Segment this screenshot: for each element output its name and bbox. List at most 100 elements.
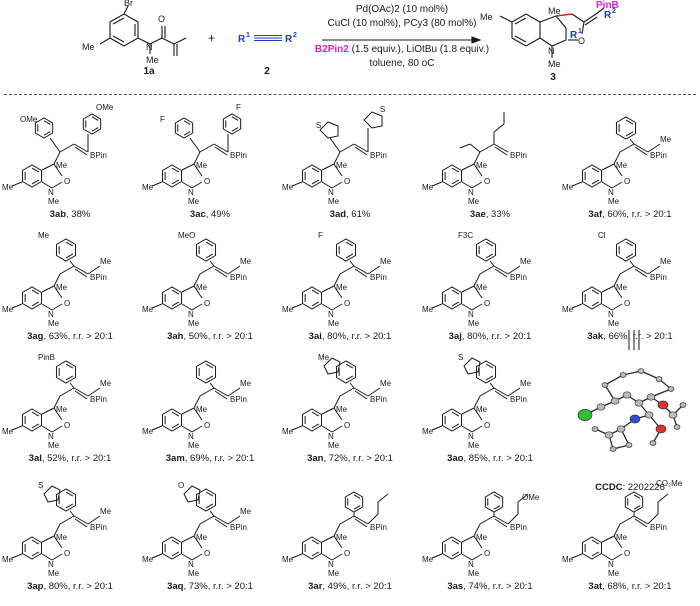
compound-id: 3ak	[587, 331, 604, 342]
aryl-substituent-label: O	[178, 481, 184, 490]
ring-methyl-label: Me	[562, 305, 574, 314]
oxygen-label: O	[484, 299, 490, 308]
caption-3an: 3an, 72%, r.r. > 20:1	[280, 453, 420, 464]
oxygen-label: O	[484, 549, 490, 558]
atom-ellipse	[625, 442, 633, 448]
ring-methyl-label: Me	[282, 427, 294, 436]
compound-id: 3aq	[167, 581, 184, 592]
caption-3ab: 3ab, 38%	[0, 209, 140, 220]
atom-ellipse	[596, 403, 606, 411]
methoxy-label: OMe	[522, 493, 540, 502]
condition-solvent: toluene, 80 oC	[369, 58, 435, 69]
oxygen-label: O	[624, 549, 630, 558]
product-n-methyl: Me	[548, 59, 561, 69]
compound-id: 3ar	[308, 581, 323, 592]
nitrogen-label: N	[468, 310, 474, 319]
svg-text:1: 1	[246, 32, 250, 39]
quaternary-methyl-label: Me	[56, 533, 68, 542]
condition-catalyst: Pd(OAc)2 (10 mol%)	[355, 4, 449, 15]
oxygen-label: O	[204, 299, 210, 308]
compound-id: 3as	[447, 581, 464, 592]
nitrogen-label: N	[328, 560, 334, 569]
vinyl-methyl-label: Me	[240, 379, 252, 388]
caption-3ad: 3ad, 61%	[280, 209, 420, 220]
vinyl-methyl-label: Me	[520, 379, 532, 388]
bpin-label: BPin	[370, 151, 387, 160]
n-methyl-label: Me	[608, 319, 620, 328]
atom-ellipse	[616, 425, 626, 433]
compound-id: 3ag	[27, 331, 44, 342]
r1-label: R	[238, 34, 246, 45]
aryl-substituent-label: S	[38, 481, 43, 490]
bpin-label: BPin	[650, 151, 667, 160]
aryl-substituent-label: PinB	[38, 353, 55, 362]
substituent-label: OMe	[20, 115, 38, 124]
n-methyl-label: Me	[48, 569, 60, 578]
n-methyl-label: Me	[188, 319, 200, 328]
atom-ellipse	[601, 382, 609, 388]
compound-id: 3ad	[329, 209, 347, 220]
nitrogen-label: N	[48, 560, 54, 569]
atom-ellipse	[667, 386, 675, 392]
atom-ellipse	[634, 399, 644, 407]
compound-id: 3at	[588, 581, 603, 592]
yield-text: , 49%	[205, 209, 231, 220]
aryl-substituent-label: Me	[38, 231, 50, 240]
ring-methyl-label: Me	[422, 555, 434, 564]
yield-text: , 33%	[485, 209, 511, 220]
product-methyl: Me	[480, 12, 493, 22]
reactant-2-label: 2	[264, 66, 270, 77]
yield-text: , 50%, r.r. > 20:1	[183, 331, 253, 342]
atom-ellipse	[604, 431, 614, 439]
crystal-structure-image	[565, 345, 695, 475]
compound-id: 3ao	[447, 453, 464, 464]
nitrogen-label: N	[48, 432, 54, 441]
compound-id: 3ai	[308, 331, 322, 342]
caption-3ai: 3ai, 80%, r.r. > 20:1	[280, 331, 420, 342]
nitrogen-label: N	[608, 188, 614, 197]
yield-text: , 72%, r.r. > 20:1	[323, 453, 393, 464]
caption-3ac: 3ac, 49%	[140, 209, 280, 220]
oxygen-label: O	[624, 177, 630, 186]
oxygen-label: O	[204, 177, 210, 186]
thiophene-s-2: S	[380, 105, 385, 114]
oxygen-label: O	[204, 549, 210, 558]
nitrogen-label: N	[468, 188, 474, 197]
caption-3at: 3at, 68%, r.r. > 20:1	[560, 581, 700, 592]
ring-methyl-label: Me	[282, 183, 294, 192]
caption-3al: 3al, 52%, r.r. > 20:1	[0, 453, 140, 464]
quaternary-methyl-label: Me	[476, 533, 488, 542]
r2-label: R	[285, 34, 293, 45]
product-oxygen: O	[578, 36, 585, 46]
quaternary-methyl-label: Me	[336, 161, 348, 170]
bpin-label: BPin	[510, 523, 527, 532]
yield-text: , 80%, r.r. > 20:1	[321, 331, 392, 342]
yield-text: , 74%, r.r. > 20:1	[463, 581, 533, 592]
atom-ellipse	[644, 411, 654, 419]
quaternary-methyl-label: Me	[616, 283, 628, 292]
yield-text: , 38%	[66, 209, 91, 220]
product-pinb: PinB	[596, 0, 619, 11]
vinyl-methyl-label: Me	[520, 257, 532, 266]
caption-3ao: 3ao, 85%, r.r. > 20:1	[420, 453, 560, 464]
aryl-substituent-label: Me	[318, 353, 330, 362]
n-methyl-label: Me	[608, 197, 620, 206]
bromine-atom: Br	[124, 0, 133, 8]
quaternary-methyl-label: Me	[616, 161, 628, 170]
bpin-label: BPin	[230, 273, 247, 282]
crystal-link-lines	[628, 330, 640, 350]
